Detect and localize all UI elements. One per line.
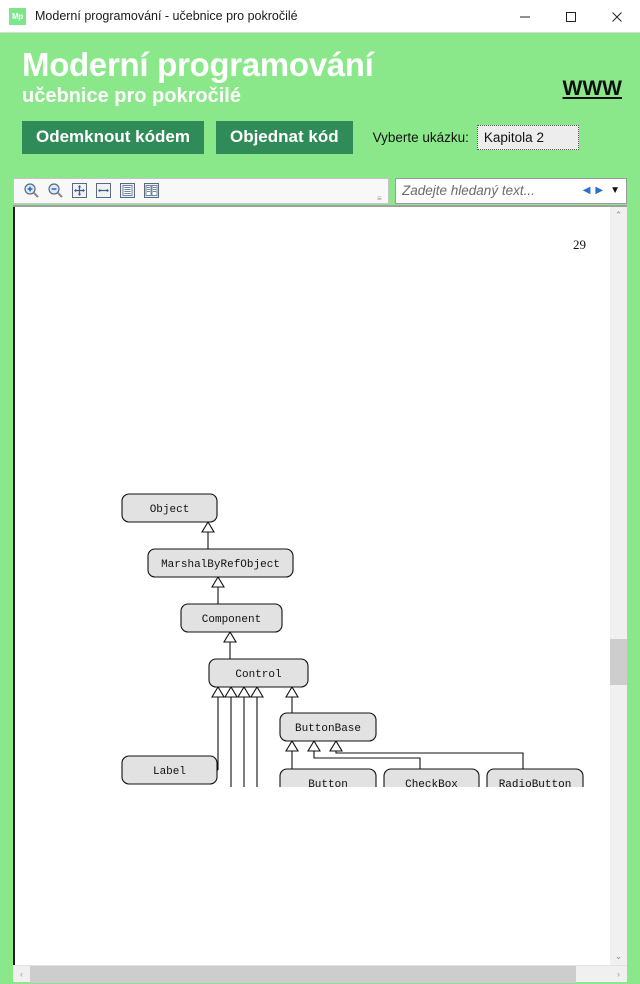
svg-text:MarshalByRefObject: MarshalByRefObject (161, 559, 280, 571)
search-prev-icon[interactable]: ◀ (582, 185, 591, 196)
order-code-button[interactable]: Objednat kód (215, 120, 353, 154)
sample-select-label: Vyberte ukázku: (372, 129, 469, 145)
document-page: 29 (13, 207, 610, 965)
window-controls (502, 0, 640, 33)
svg-text:Object: Object (150, 504, 190, 516)
diagram-nodes: Object MarshalByRefObject Component Cont… (121, 493, 584, 787)
header-actions: Odemknout kódem Objednat kód Vyberte uká… (22, 120, 640, 154)
horizontal-scrollbar[interactable]: ‹ › (13, 965, 627, 983)
zoom-in-icon[interactable] (20, 181, 42, 201)
svg-text:Label: Label (153, 766, 186, 778)
search-next-icon[interactable]: ▶ (595, 185, 604, 196)
node-component: Component (180, 603, 283, 633)
window-title: Moderní programování - učebnice pro pokr… (35, 9, 298, 23)
document-viewer: 29 (13, 205, 627, 965)
svg-text:RadioButton: RadioButton (499, 779, 572, 787)
scroll-right-icon[interactable]: › (617, 969, 620, 979)
svg-text:Component: Component (202, 614, 261, 626)
node-marshalbyrefobject: MarshalByRefObject (147, 548, 294, 578)
fit-page-icon[interactable] (68, 181, 90, 201)
zoom-toolbar: ≡ (13, 177, 389, 204)
scroll-down-icon[interactable]: ⌄ (614, 951, 623, 961)
node-buttonbase: ButtonBase (279, 712, 377, 742)
scroll-left-icon[interactable]: ‹ (20, 969, 23, 979)
node-object: Object (121, 493, 218, 523)
search-options-chevron-down-icon[interactable]: ▼ (610, 185, 620, 196)
app-icon: Mp (9, 7, 26, 25)
page-number: 29 (573, 237, 586, 252)
close-icon[interactable] (594, 0, 640, 33)
diagram-edges (201, 520, 524, 787)
unlock-with-code-button[interactable]: Odemknout kódem (22, 120, 204, 154)
single-page-icon[interactable] (116, 181, 138, 201)
node-checkbox: CheckBox (383, 768, 480, 787)
vertical-scrollbar[interactable]: ⌃ ⌄ (610, 207, 627, 965)
toolbar-resize-grip[interactable]: ≡ (377, 193, 382, 203)
www-link[interactable]: WWW (562, 77, 622, 100)
node-button: Button (279, 768, 377, 787)
window-title-bar: Mp Moderní programování - učebnice pro p… (0, 0, 640, 33)
fit-width-icon[interactable] (92, 181, 114, 201)
search-box[interactable]: Zadejte hledaný text... ◀ ▶ ▼ (395, 177, 627, 204)
page-subtitle: učebnice pro pokročilé (22, 84, 241, 107)
page-title: Moderní programování (22, 46, 374, 83)
vertical-scroll-thumb[interactable] (610, 639, 627, 685)
svg-text:CheckBox: CheckBox (405, 779, 458, 787)
app-header: Moderní programování učebnice pro pokroč… (0, 33, 640, 176)
horizontal-scroll-thumb[interactable] (30, 965, 576, 983)
node-label: Label (121, 755, 218, 785)
svg-text:Button: Button (308, 779, 348, 787)
node-radiobutton: RadioButton (486, 768, 584, 787)
maximize-icon[interactable] (548, 0, 594, 33)
inheritance-diagram: Object MarshalByRefObject Component Cont… (15, 207, 610, 787)
scroll-up-icon[interactable]: ⌃ (614, 210, 623, 220)
svg-text:Control: Control (235, 669, 281, 681)
chapter-select[interactable]: Kapitola 2 (476, 124, 579, 150)
viewer-toolbar: ≡ Zadejte hledaný text... ◀ ▶ ▼ (0, 176, 640, 205)
node-control: Control (208, 658, 309, 688)
zoom-out-icon[interactable] (44, 181, 66, 201)
minimize-icon[interactable] (502, 0, 548, 33)
svg-text:ButtonBase: ButtonBase (295, 723, 361, 735)
double-page-icon[interactable] (140, 181, 162, 201)
search-input[interactable]: Zadejte hledaný text... (402, 183, 535, 198)
